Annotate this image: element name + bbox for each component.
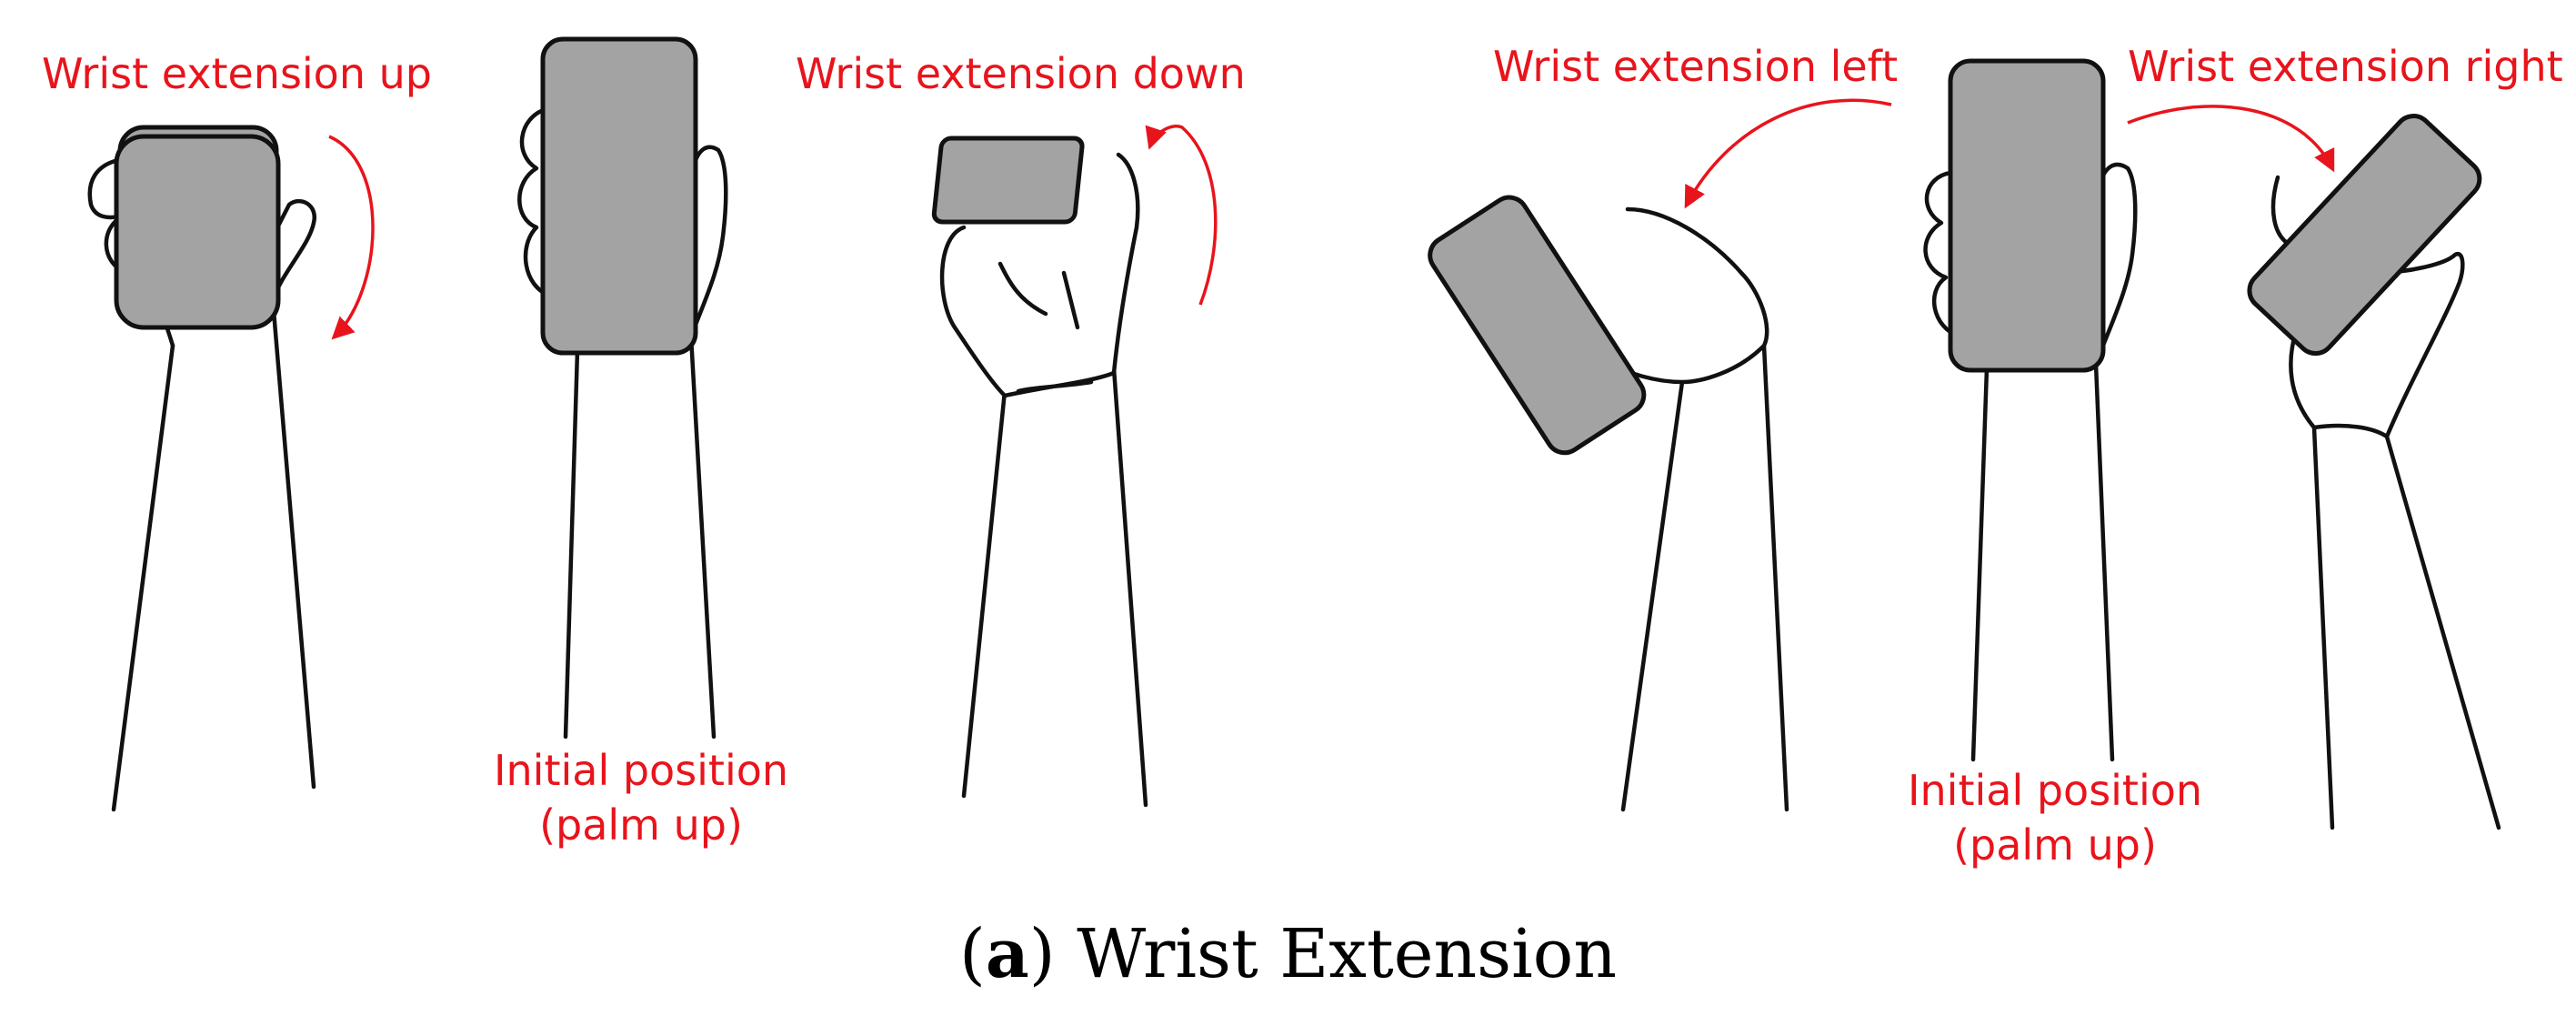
label-wrist-extension-down: Wrist extension down [796, 49, 1246, 98]
label-wrist-extension-up: Wrist extension up [42, 49, 432, 98]
figure-caption: (a) Wrist Extension [958, 915, 1618, 993]
figure-wrist-up [87, 125, 375, 812]
phone [1948, 58, 2106, 373]
caption-letter: a [985, 915, 1029, 993]
figure-initial-2 [1923, 58, 2138, 762]
phone [931, 136, 1085, 225]
label-initial-position-2: Initial position (palm up) [1907, 766, 2203, 870]
figure-initial-1 [517, 36, 728, 739]
caption-text: Wrist Extension [1077, 915, 1618, 993]
label-wrist-extension-right: Wrist extension right [2128, 42, 2563, 91]
arrow-up-rotation [328, 135, 375, 340]
figure-wrist-left [1428, 98, 1892, 812]
phone [1428, 195, 1647, 456]
figure-wrist-right [2127, 105, 2501, 830]
arrow-right-rotation [2127, 105, 2335, 173]
phone [2247, 114, 2482, 357]
label-initial-position-1: Initial position (palm up) [493, 746, 789, 850]
arrow-left-rotation [1684, 98, 1892, 209]
phone [540, 36, 698, 356]
label-wrist-extension-left: Wrist extension left [1493, 42, 1899, 91]
figure-wrist-down [931, 125, 1218, 808]
arrow-down-rotation [1145, 125, 1218, 306]
